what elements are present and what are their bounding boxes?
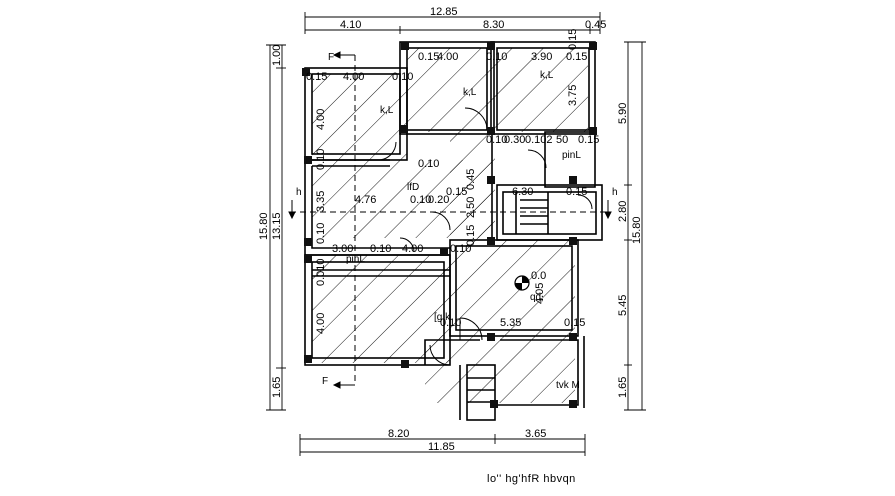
dim-inner: 0.15 bbox=[567, 29, 579, 50]
dim-inner: 4.05 bbox=[534, 283, 546, 304]
dim-top-left: 4.10 bbox=[340, 19, 361, 31]
dim-inner: 0.20 bbox=[428, 194, 449, 206]
level-marker-icon bbox=[514, 275, 530, 291]
dim-top-mid: 8.30 bbox=[483, 19, 504, 31]
dim-inner: 0.10 bbox=[486, 134, 507, 146]
room-label-lfd: lfD bbox=[407, 182, 419, 193]
dim-inner: 0.15 bbox=[446, 186, 467, 198]
dim-inner: 0.10 bbox=[418, 158, 439, 170]
room-label-tvk: tvk M bbox=[556, 380, 580, 391]
level-label: 0.0 bbox=[531, 270, 546, 282]
dim-inner: 0.45 bbox=[465, 169, 477, 190]
dim-bottom-overall: 11.85 bbox=[428, 441, 455, 453]
dim-right-bottom: 1.65 bbox=[617, 377, 629, 398]
dim-right-lower: 5.45 bbox=[617, 295, 629, 316]
dim-inner: 3.90 bbox=[531, 51, 552, 63]
inner-dimensions: 0.15 4.00 0.10 3.90 0.15 0.15 4.00 0.10 … bbox=[306, 29, 599, 334]
dim-inner: 3.00 bbox=[332, 243, 353, 255]
dim-left-overall-b: 15.80 bbox=[258, 212, 270, 240]
dim-inner: 4.00 bbox=[315, 109, 327, 130]
room-label-pink-mid: pinL bbox=[346, 254, 365, 265]
dim-inner: 0.10 bbox=[450, 243, 471, 255]
dim-inner: 4.76 bbox=[355, 194, 376, 206]
dim-inner: 3.75 bbox=[567, 85, 579, 106]
section-lines bbox=[290, 55, 608, 385]
room-label-kl-mid: k,L bbox=[463, 87, 477, 98]
dim-inner: 4.00 bbox=[315, 313, 327, 334]
section-arrows bbox=[288, 51, 612, 389]
hatched-areas bbox=[312, 48, 588, 403]
dim-inner: 0.10 bbox=[392, 71, 413, 83]
dim-inner: 6.30 bbox=[512, 186, 533, 198]
structural-columns bbox=[302, 42, 597, 408]
dim-inner: 0.15 bbox=[564, 317, 585, 329]
dim-top-overall: 12.85 bbox=[430, 6, 458, 18]
dim-inner: 0.10 bbox=[440, 317, 461, 329]
dim-top-right: 0.45 bbox=[585, 19, 606, 31]
walls bbox=[304, 41, 603, 421]
dim-inner: 0.15 bbox=[578, 134, 599, 146]
dim-inner: 0.15 bbox=[306, 71, 327, 83]
section-mark-right: h bbox=[612, 187, 618, 198]
dim-inner: 0.10 bbox=[315, 149, 327, 170]
dimension-lines bbox=[266, 12, 646, 456]
dim-inner: 0.15 bbox=[566, 186, 587, 198]
section-mark-left: h bbox=[296, 187, 302, 198]
dim-inner: 0.30 bbox=[504, 134, 525, 146]
dim-inner: 4.00 bbox=[343, 71, 364, 83]
dim-inner: 0.010 bbox=[315, 258, 327, 286]
dim-right-top: 5.90 bbox=[617, 103, 629, 124]
dim-inner: 0.15 bbox=[418, 51, 439, 63]
dim-right-mid: 2.80 bbox=[617, 201, 629, 222]
room-label-kl-right: k,L bbox=[540, 70, 554, 81]
dim-bottom-left: 8.20 bbox=[388, 428, 409, 440]
dim-inner: 5.35 bbox=[500, 317, 521, 329]
dim-inner: 4.00 bbox=[402, 243, 423, 255]
dim-inner: 0.10 bbox=[486, 51, 507, 63]
door-swings bbox=[377, 107, 593, 366]
room-labels: k,L k,L k,L pinL pinL lfD qd, tvk M [g,k… bbox=[346, 70, 581, 391]
dim-left-top: 1.00 bbox=[271, 45, 283, 66]
dim-right-overall: 15.80 bbox=[631, 216, 643, 244]
dim-inner: 0.15 bbox=[465, 225, 477, 246]
dim-left-overall-a: 13.15 bbox=[271, 212, 283, 240]
section-mark-top: F bbox=[328, 52, 334, 63]
room-label-lg: [g,k bbox=[434, 312, 451, 323]
room-label-kl-left: k,L bbox=[380, 105, 394, 116]
drawing-caption: lo'' hg'hfR hbvqn bbox=[487, 473, 576, 485]
room-label-pink-right: pinL bbox=[562, 150, 581, 161]
dim-inner: 3.35 bbox=[315, 191, 327, 212]
dim-inner: 0.10 bbox=[370, 243, 391, 255]
dim-inner: 0.10 bbox=[410, 194, 431, 206]
room-label-qd: qd, bbox=[530, 292, 544, 303]
section-mark-bottom: F bbox=[322, 376, 328, 387]
dim-inner: 4.00 bbox=[437, 51, 458, 63]
dim-inner: 50 bbox=[556, 134, 568, 146]
dim-left-bottom: 1.65 bbox=[271, 377, 283, 398]
dim-inner: 2.50 bbox=[465, 197, 477, 218]
dim-bottom-right: 3.65 bbox=[525, 428, 546, 440]
dim-inner: 0.102 bbox=[525, 134, 553, 146]
dim-inner: 0.10 bbox=[315, 223, 327, 244]
dim-inner: 0.15 bbox=[566, 51, 587, 63]
